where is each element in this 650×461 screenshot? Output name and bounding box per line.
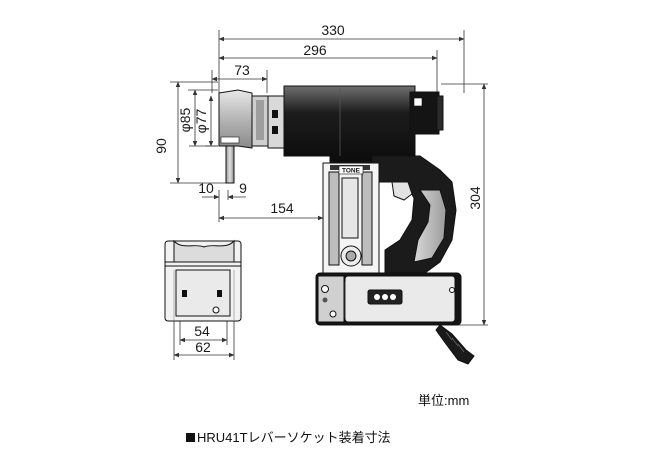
socket-front-view — [164, 239, 242, 322]
square-bullet-icon — [186, 433, 195, 442]
unit-label: 単位:mm — [418, 393, 470, 408]
dim-head-length: 73 — [234, 62, 250, 78]
brand-plate — [338, 165, 364, 175]
dim-pin-width: 9 — [239, 180, 247, 196]
dim-socket-inner-width: 54 — [194, 323, 210, 339]
dim-overall-length: 330 — [321, 22, 345, 38]
brand-plate-label: TONE — [342, 168, 361, 175]
grip-insert — [413, 189, 447, 263]
dim-center-height: 90 — [153, 138, 169, 154]
figure-caption-text: HRU41Tレバーソケット装着寸法 — [197, 430, 391, 445]
dimension-texts: 330 296 73 φ85 φ77 90 10 9 154 304 54 62 — [153, 22, 483, 355]
gear-case — [283, 85, 416, 163]
dim-socket-outer-width: 62 — [195, 339, 211, 355]
lever-socket — [218, 89, 253, 149]
dim-outer-diameter: φ85 — [177, 107, 193, 132]
trigger — [391, 181, 413, 201]
dim-overall-height: 304 — [467, 186, 483, 210]
dim-pin-offset: 10 — [198, 180, 214, 196]
wrench-side-view: TONE — [218, 85, 475, 365]
dim-body-length: 296 — [303, 42, 327, 58]
dim-handle-offset: 154 — [270, 200, 294, 216]
power-cord — [435, 324, 475, 365]
figure-caption: HRU41Tレバーソケット装着寸法 — [186, 427, 391, 446]
dim-inner-diameter: φ77 — [193, 108, 209, 133]
dimension-lines — [173, 36, 487, 358]
